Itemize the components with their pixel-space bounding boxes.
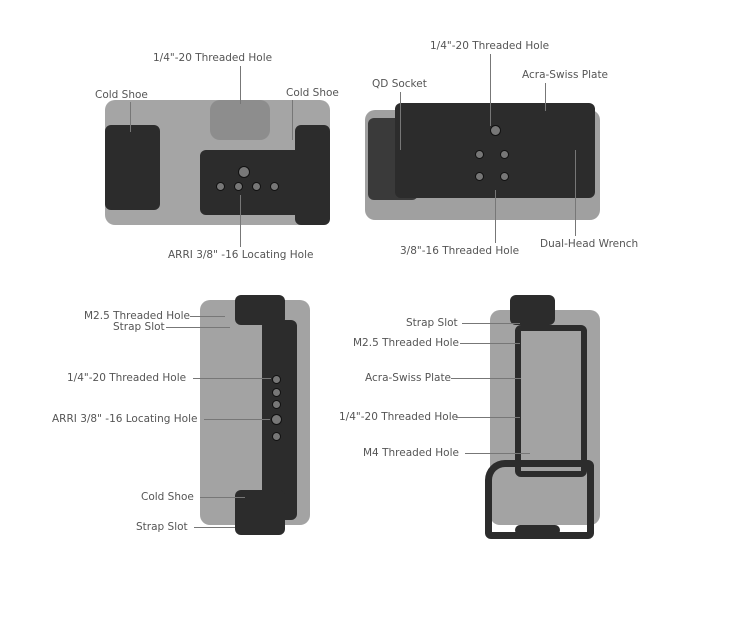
mounting-hole: [490, 125, 501, 136]
cage-grip-frame: [485, 460, 594, 539]
mounting-hole: [252, 182, 261, 191]
label-strap-slot-top: Strap Slot: [113, 321, 165, 333]
cage-bottom-plate: [515, 525, 560, 535]
label-m25-threaded-hole: M2.5 Threaded Hole: [353, 337, 459, 349]
leader-line: [495, 190, 496, 243]
label-m4-threaded-hole: M4 Threaded Hole: [363, 447, 459, 459]
leader-line: [575, 150, 576, 236]
mounting-hole: [475, 150, 484, 159]
label-threaded-hole: 1/4"-20 Threaded Hole: [430, 40, 550, 52]
leader-line: [292, 100, 293, 140]
label-strap-slot: Strap Slot: [406, 317, 458, 329]
label-acra-swiss-plate: Acra-Swiss Plate: [522, 69, 609, 81]
leader-line: [545, 83, 546, 111]
leader-line: [460, 343, 520, 344]
leader-line: [130, 102, 131, 132]
mounting-hole: [270, 182, 279, 191]
label-cold-shoe-right: Cold Shoe: [286, 87, 339, 99]
mounting-hole: [271, 414, 282, 425]
mounting-hole: [500, 172, 509, 181]
mounting-hole: [216, 182, 225, 191]
label-m25-threaded-hole: M2.5 Threaded Hole: [84, 310, 190, 322]
leader-line: [200, 497, 245, 498]
leader-line: [193, 378, 271, 379]
camera-viewfinder: [210, 100, 270, 140]
cage-side-rail: [295, 125, 330, 225]
cage-top-plate: [395, 103, 595, 198]
label-arri-locating-hole: ARRI 3/8" -16 Locating Hole: [52, 413, 198, 425]
cage-side-plate: [105, 125, 160, 210]
leader-line: [194, 527, 235, 528]
leader-line: [166, 327, 230, 328]
mounting-hole: [272, 432, 281, 441]
leader-line: [190, 316, 225, 317]
label-arri-locating-hole: ARRI 3/8" -16 Locating Hole: [168, 249, 314, 261]
label-acra-swiss-plate: Acra-Swiss Plate: [365, 372, 452, 384]
label-cold-shoe-left: Cold Shoe: [95, 89, 148, 101]
label-dual-head-wrench: Dual-Head Wrench: [540, 238, 639, 250]
leader-line: [400, 92, 401, 150]
mounting-hole: [272, 400, 281, 409]
mounting-hole: [500, 150, 509, 159]
mounting-hole: [475, 172, 484, 181]
cage-top-handle: [510, 295, 555, 325]
mounting-hole: [234, 182, 243, 191]
mounting-hole: [238, 166, 250, 178]
mounting-hole: [272, 388, 281, 397]
label-threaded-hole: 1/4"-20 Threaded Hole: [67, 372, 187, 384]
leader-line: [240, 66, 241, 104]
label-strap-slot-bottom: Strap Slot: [136, 521, 188, 533]
label-threaded-hole-3-8: 3/8"-16 Threaded Hole: [400, 245, 520, 257]
cage-side-frame: [515, 325, 587, 477]
leader-line: [462, 323, 520, 324]
leader-line: [240, 195, 241, 247]
leader-line: [451, 378, 521, 379]
label-threaded-hole: 1/4"-20 Threaded Hole: [153, 52, 273, 64]
label-threaded-hole: 1/4"-20 Threaded Hole: [339, 411, 459, 423]
label-qd-socket: QD Socket: [372, 78, 427, 90]
leader-line: [204, 419, 270, 420]
label-cold-shoe: Cold Shoe: [141, 491, 194, 503]
mounting-hole: [272, 375, 281, 384]
leader-line: [456, 417, 520, 418]
leader-line: [490, 54, 491, 126]
leader-line: [465, 453, 530, 454]
